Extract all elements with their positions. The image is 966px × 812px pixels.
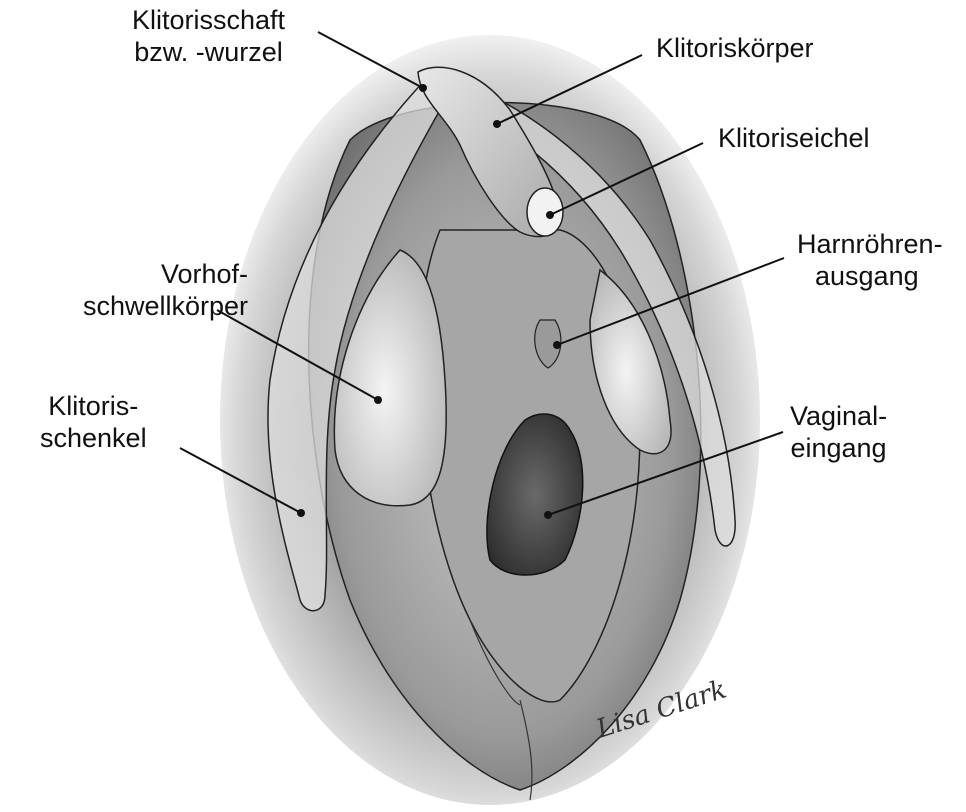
label-klitorisschenkel: Klitoris- schenkel <box>40 390 147 454</box>
label-vaginal: Vaginal- eingang <box>790 400 887 464</box>
label-line: Harnröhren- <box>797 228 943 260</box>
label-line: ausgang <box>797 260 943 292</box>
label-harnroehren: Harnröhren- ausgang <box>797 228 943 292</box>
label-line: Vorhof- <box>8 258 248 290</box>
label-line: Klitoriskörper <box>656 32 814 64</box>
label-line: Vaginal- <box>790 400 887 432</box>
label-klitoriseichel: Klitoriseichel <box>718 122 870 154</box>
label-line: eingang <box>790 432 887 464</box>
label-line: Klitoriseichel <box>718 122 870 154</box>
leader-dot <box>544 511 552 519</box>
label-line: Klitoris- <box>40 390 147 422</box>
leader-dot <box>297 509 305 517</box>
label-line: bzw. -wurzel <box>132 36 285 68</box>
label-line: schwellkörper <box>8 290 248 322</box>
label-line: schenkel <box>40 422 147 454</box>
label-klitorisschaft: Klitorisschaft bzw. -wurzel <box>132 4 285 68</box>
label-line: Klitorisschaft <box>132 4 285 36</box>
leader-dot <box>493 120 501 128</box>
leader-dot <box>553 341 561 349</box>
label-klitoriskoerper: Klitoriskörper <box>656 32 814 64</box>
leader-dot <box>374 396 382 404</box>
leader-dot <box>546 211 554 219</box>
leader-dot <box>419 84 427 92</box>
label-vorhof: Vorhof- schwellkörper <box>8 258 248 322</box>
